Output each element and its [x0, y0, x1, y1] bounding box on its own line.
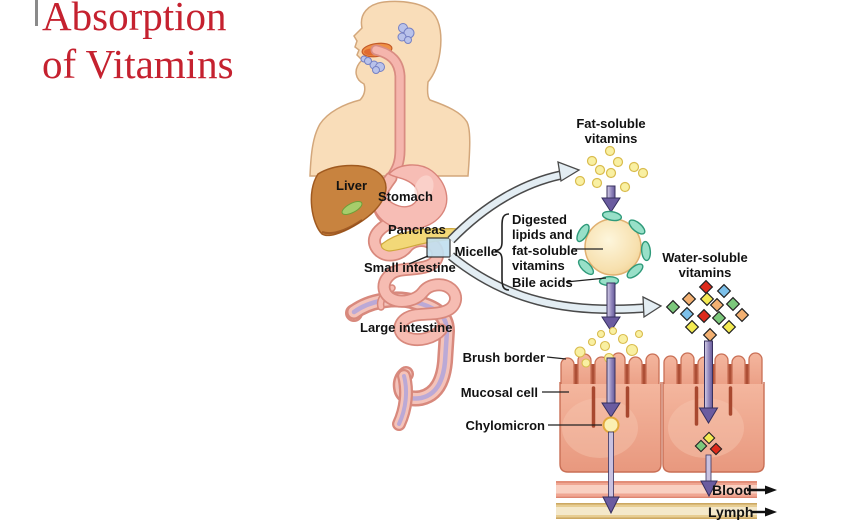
slide-title: Absorption of Vitamins	[42, 0, 302, 88]
fat-soluble-vitamins-label: Fat-soluble vitamins	[576, 116, 646, 147]
brush-border-label: Brush border	[462, 350, 545, 365]
title-line-1: Absorption	[42, 0, 227, 39]
large-intestine-label: Large intestine	[360, 320, 453, 335]
gallbladder	[341, 200, 363, 216]
chylomicron-label: Chylomicron	[465, 418, 545, 433]
chylomicron-particle	[602, 416, 620, 434]
small-intestine-pointer-line	[408, 255, 429, 265]
mouth-and-glands	[360, 23, 415, 74]
water-soluble-vitamin-diamonds	[665, 279, 750, 343]
arrow-water-to-blood	[700, 454, 718, 498]
salivary-glands	[360, 23, 415, 74]
pancreas-label: Pancreas	[388, 222, 446, 237]
small-intestine-label: Small intestine	[364, 260, 456, 275]
mucosal-cells	[559, 352, 765, 473]
title-line-2: of Vitamins	[42, 41, 234, 87]
liver	[310, 164, 387, 237]
digested-lipids-label: Digested lipids and fat-soluble vitamins	[512, 212, 578, 273]
bile-acid-ovals	[576, 210, 652, 287]
micelle-source-box	[426, 237, 451, 258]
liver-label: Liver	[336, 178, 368, 193]
small-intestine	[368, 171, 463, 347]
body-silhouette	[309, 0, 471, 177]
title-accent-bar	[35, 0, 38, 26]
arrow-micelle-to-brush-border	[601, 282, 621, 332]
arrow-to-fat-soluble	[447, 160, 581, 244]
label-pointer-lines	[542, 356, 602, 426]
stomach-label: Stomach	[378, 189, 433, 204]
mucosal-cell-label: Mucosal cell	[460, 385, 538, 400]
lymph-vessel-band	[556, 503, 757, 519]
bile-acids-pointer-line	[565, 277, 607, 283]
in-cell-diamonds	[694, 431, 723, 456]
water-soluble-vitamins-label: Water-soluble vitamins	[662, 250, 748, 281]
micelle-label: Micelle	[454, 244, 498, 259]
blood-label: Blood	[712, 482, 752, 498]
arrow-to-water-soluble	[448, 252, 663, 319]
lymph-flow-arrow	[751, 507, 777, 517]
bile-acids-label: Bile acids	[512, 275, 573, 290]
blood-flow-arrow	[747, 485, 777, 495]
arrow-fat-through-cell	[601, 357, 621, 418]
micelle-brace	[494, 213, 510, 291]
arrow-water-through-cell	[698, 340, 719, 424]
arrow-fat-to-micelle	[601, 185, 621, 213]
fat-soluble-vitamin-dots	[574, 145, 649, 193]
micelle-graphic	[576, 210, 652, 287]
arrow-chylomicron-to-lymph	[602, 431, 620, 515]
lymph-label: Lymph	[708, 504, 754, 520]
